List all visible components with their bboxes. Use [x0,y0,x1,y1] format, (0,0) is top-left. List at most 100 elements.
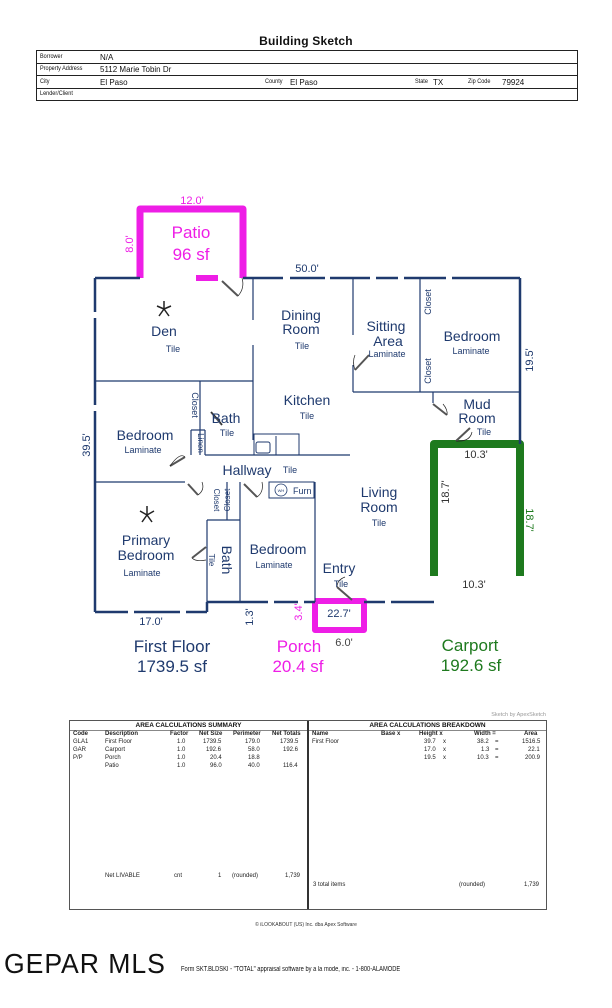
room-dining-floor: Tile [295,341,309,351]
cell-name: First Floor [312,739,339,745]
door-swings [169,280,471,601]
summary-footer-row: Net LIVABLE cnt 1 (rounded) 1,739 [70,873,307,881]
dim-porch-width: 6.0' [335,637,352,649]
water-heater-label: WH [278,488,285,493]
floor-plan-sketch: Den Tile Dining Room Tile Sitting Area L… [81,195,536,676]
cell-eq: = [495,747,499,753]
closet-label: Closet [223,488,232,511]
cell-description: Patio [105,763,119,769]
ceiling-fan-icon [139,506,155,523]
lender-label: Lender/Client [40,90,73,97]
col-net-totals: Net Totals [272,731,301,737]
table-row: P/P Porch 1.0 20.4 18.8 [70,755,307,763]
room-bedroom-s: Bedroom [250,541,307,557]
room-bedroom-ne-floor: Laminate [452,346,489,356]
col-name: Name [312,731,329,737]
room-living-floor: Tile [372,518,386,528]
room-bedroom-w: Bedroom [117,427,174,443]
room-mud-floor: Tile [477,427,491,437]
dimension-labels: 50.0' 19.5' 39.5' 17.0' 1.3' 22.7' [81,263,536,628]
porch-area: 20.4 sf [272,657,323,676]
cell-perimeter: 58.0 [248,747,260,753]
room-sitting-line1: Sitting [367,318,406,334]
porch-name: Porch [277,637,321,656]
sketch-credit: Sketch by ApexSketch [491,712,546,718]
area-calculations: AREA CALCULATIONS SUMMARY Code Descripti… [69,720,547,910]
door-arcs [169,277,473,588]
breakdown-rounded: (rounded) [459,882,486,888]
borrower-row: Borrower N/A [37,51,577,64]
net-livable-rounded: (rounded) [232,873,259,879]
dim-porch-inner: 22.7' [327,608,351,620]
cell-description: Carport [105,747,126,753]
dim-left-depth: 39.5' [81,433,93,457]
lender-row: Lender/Client [37,89,577,101]
room-living-line1: Living [361,484,398,500]
breakdown-total: 1,739 [524,882,540,888]
net-livable-unit: cnt [174,873,183,879]
cell-net-size: 20.4 [210,755,222,761]
room-labels: Den Tile Dining Room Tile Sitting Area L… [117,307,501,589]
address-value: 5112 Marie Tobin Dr [100,65,172,74]
first-floor-name: First Floor [134,637,211,656]
closet-label: Closet [423,289,433,315]
col-net-size: Net Size [199,731,223,737]
col-factor: Factor [170,731,189,737]
window-gaps [93,276,452,614]
porch-outline [312,598,367,633]
furnace-unit [268,481,315,499]
dim-carport-left: 18.7' [440,480,452,504]
cell-net-totals: 192.6 [283,747,299,753]
room-bath-primary-floor: Tile [207,554,216,567]
breakdown-title: AREA CALCULATIONS BREAKDOWN [309,721,546,731]
cell-x: x [443,739,446,745]
city-row: City El Paso County El Paso State TX Zip… [37,76,577,89]
dim-jog: 1.3' [244,608,256,625]
cell-eq: = [495,755,499,761]
cell-code: GLA1 [73,739,89,745]
cell-net-size: 192.6 [206,747,222,753]
room-hallway-floor: Tile [283,465,297,475]
room-bath-primary: Bath [219,546,235,575]
room-kitchen: Kitchen [284,392,331,408]
dim-porch-depth: 3.4' [293,603,305,620]
magenta-dimension-labels: 12.0' 8.0' 3.4' 6.0' [124,195,353,649]
col-code: Code [73,731,88,737]
col-area: Area [524,731,538,737]
patio-name: Patio [172,223,211,242]
mls-logo: GEPAR MLS [4,948,166,979]
col-base: Base x [381,731,401,737]
room-mud-line2: Room [458,410,495,426]
net-livable-total: 1,739 [285,873,301,879]
cell-width: 38.2 [477,739,489,745]
room-bedroom-ne: Bedroom [444,328,501,344]
table-row: First Floor 39.7 x 38.2 = 1516.5 [309,739,546,747]
cell-net-totals: 116.4 [283,763,298,769]
dim-carport-top: 10.3' [464,449,488,461]
dim-patio-width: 12.0' [180,195,204,207]
table-row: 17.0 x 1.3 = 22.1 [309,747,546,755]
cell-code: GAR [73,747,87,753]
room-primary-floor: Laminate [123,568,160,578]
room-bath-hall-floor: Tile [220,428,234,438]
total-items-label: 3 total items [313,882,346,888]
cell-net-size: 1739.5 [203,739,222,745]
cell-factor: 1.0 [177,755,186,761]
room-bath-hall: Bath [212,410,241,426]
cell-x: x [443,747,446,753]
summary-title: AREA CALCULATIONS SUMMARY [70,721,307,731]
room-dining-line2: Room [282,321,319,337]
page-title: Building Sketch [259,34,353,48]
col-description: Description [105,731,139,737]
city-value: El Paso [100,77,128,87]
room-dining-line1: Dining [281,307,321,323]
col-height: Height x [419,731,443,737]
cell-factor: 1.0 [177,739,186,745]
county-label: County [265,77,283,85]
patio-area: 96 sf [173,245,210,264]
cell-perimeter: 18.8 [248,755,260,761]
state-label: State [415,77,428,85]
kitchen-appliances [253,433,300,456]
linen-label: Linen [196,433,205,453]
table-row: GAR Carport 1.0 192.6 58.0 192.6 [70,747,307,755]
